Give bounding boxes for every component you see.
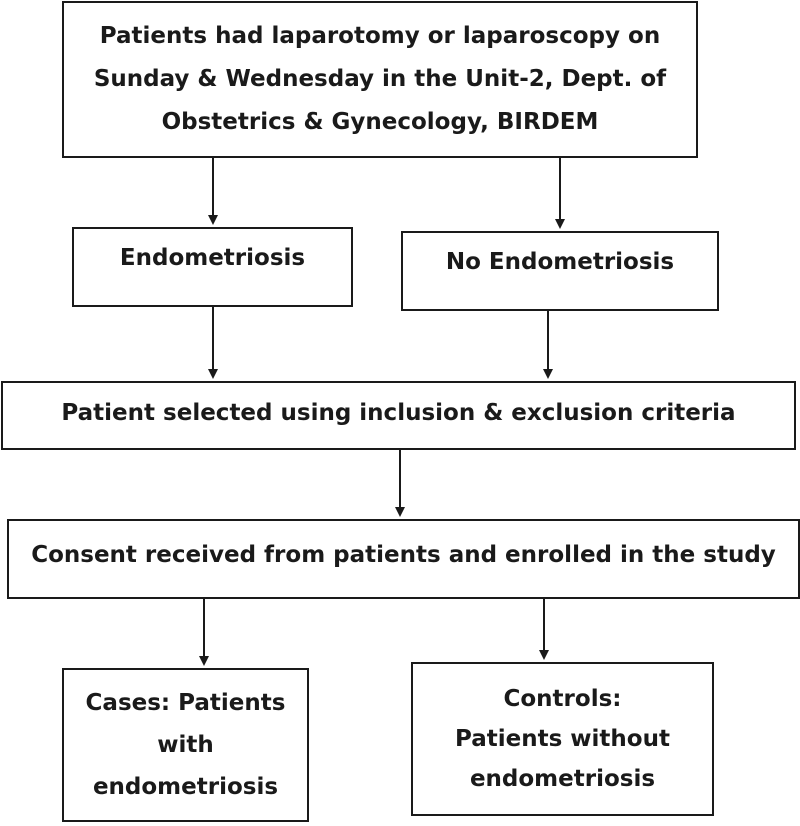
cases-line-3: endometriosis	[92, 774, 279, 800]
no-endometriosis-box: No Endometriosis	[401, 231, 719, 311]
cases-line-2: with	[157, 732, 214, 758]
selection-box: Patient selected using inclusion & exclu…	[1, 381, 796, 450]
cases-line-1: Cases: Patients	[85, 690, 286, 716]
controls-box: Controls: Patients without endometriosis	[411, 662, 714, 816]
endometriosis-box: Endometriosis	[72, 227, 353, 307]
top-box-line-3: Obstetrics & Gynecology, BIRDEM	[161, 109, 599, 135]
consent-label: Consent received from patients and enrol…	[31, 542, 776, 568]
top-process-box: Patients had laparotomy or laparoscopy o…	[62, 1, 698, 158]
top-box-line-2: Sunday & Wednesday in the Unit-2, Dept. …	[93, 66, 667, 92]
controls-line-1: Controls:	[503, 686, 622, 712]
selection-label: Patient selected using inclusion & exclu…	[61, 399, 736, 426]
controls-line-2: Patients without	[455, 726, 670, 752]
no-endometriosis-label: No Endometriosis	[445, 249, 675, 275]
top-box-line-1: Patients had laparotomy or laparoscopy o…	[99, 23, 661, 49]
endometriosis-label: Endometriosis	[119, 245, 306, 271]
cases-box: Cases: Patients with endometriosis	[62, 668, 309, 822]
controls-line-3: endometriosis	[469, 766, 656, 792]
consent-box: Consent received from patients and enrol…	[7, 519, 800, 599]
